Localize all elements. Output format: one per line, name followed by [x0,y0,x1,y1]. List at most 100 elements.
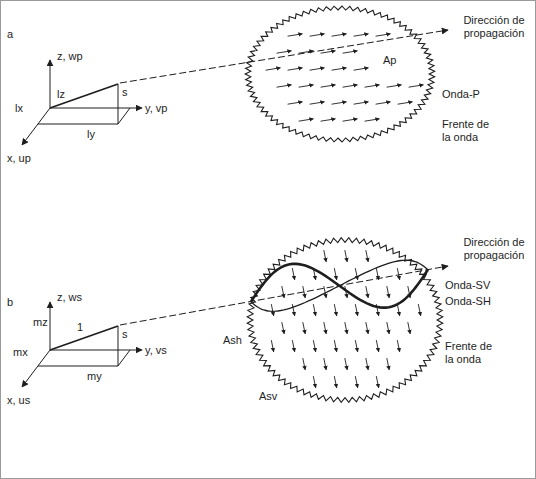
unit-label: 1 [76,321,84,334]
particle-motion-arrow [271,304,273,316]
particle-motion-arrow [366,250,368,262]
particle-motion-arrow [321,51,336,53]
particle-motion-arrow [387,85,402,87]
particle-motion-arrow [365,119,380,121]
component-line [118,108,130,124]
s-wavefront [247,238,443,403]
particle-motion-arrow [376,34,391,36]
particle-motion-arrow [355,304,357,316]
wave-label: Onda-P [441,88,481,101]
axis-label: y, vp [144,102,168,115]
particle-motion-arrow [354,68,369,70]
particle-motion-arrow [387,286,389,298]
particle-motion-arrow [313,304,315,316]
particle-motion-arrow [354,34,369,36]
particle-motion-arrow [345,358,347,370]
particle-motion-arrow [332,34,347,36]
axis-label: y, vs [144,344,168,357]
particle-motion-arrow [266,68,281,70]
particle-motion-arrow [277,85,292,87]
y-axis [50,108,142,109]
component-line [118,350,130,366]
component-line [118,84,119,124]
component-label: lx [14,102,24,115]
particle-motion-arrow [355,340,357,352]
particle-motion-arrow [398,102,413,104]
particle-motion-arrow [376,102,391,104]
particle-motion-arrow [321,119,336,121]
particle-motion-arrow [303,286,305,298]
particle-motion-arrow [310,102,325,104]
component-label: ly [86,128,96,141]
particle-motion-arrow [324,250,326,262]
particle-motion-arrow [310,34,325,36]
particle-motion-arrow [366,358,368,370]
component-label: mz [32,316,49,329]
particle-motion-arrow [397,268,399,280]
particle-motion-arrow [376,268,378,280]
x-axis [22,108,50,145]
particle-motion-arrow [303,358,305,370]
wavefronts [245,6,443,402]
component-line [38,124,118,125]
particle-motion-arrow [334,268,336,280]
particle-motion-arrow [324,358,326,370]
propagation-arrow [120,266,448,325]
component-label: lz [56,88,66,101]
particle-motion-arrow [345,250,347,262]
amplitude-label: Ash [222,334,243,347]
panel-letter: b [6,296,14,309]
particle-motion-arrow [343,119,358,121]
particle-motion-arrow [345,322,347,334]
particle-motion-arrow [299,51,314,53]
particle-motion-arrow [292,268,294,280]
amplitude-label: Ap [382,54,397,67]
p-wavefront [245,6,435,142]
wave-label: Onda-SH [444,295,492,308]
unit-vector [50,84,118,108]
wave-label: Onda-SV [444,279,491,292]
particle-motion-arrow [365,85,380,87]
particle-motion-arrow [387,358,389,370]
particle-motion-arrow [299,85,314,87]
particle-motion-arrow [324,322,326,334]
panel-letter: a [6,28,14,41]
particle-motion-arrow [366,286,368,298]
particle-motion-arrow [292,304,294,316]
direction-label: Dirección de propagación [456,14,532,39]
z-axis [50,60,51,108]
propagation-arrow [120,30,448,83]
particle-motion-arrow [334,304,336,316]
particle-motion-arrow [321,85,336,87]
particle-motion-arrow [332,68,347,70]
particle-motion-arrow [334,340,336,352]
particle-motion-arrow [332,102,347,104]
particle-motion-arrow [271,340,273,352]
particle-motion-arrow [387,322,389,334]
axis-label: x, us [6,394,31,407]
z-axis [50,302,51,350]
particle-motion-arrow [408,322,410,334]
particle-motion-arrow [418,304,420,316]
component-label: mx [12,346,29,359]
axis-label: x, up [6,152,32,165]
particle-motion-arrow [282,286,284,298]
amplitude-label: Asv [258,390,278,403]
particle-motion-arrow [397,304,399,316]
wavefront-label: Frente de la onda [441,118,499,143]
axis-label: z, ws [56,291,83,304]
axis-label: z, wp [56,50,84,63]
particle-motion-arrow [288,102,303,104]
component-line [118,326,119,366]
sv-wave-curve [251,264,428,308]
particle-motion-arrow [288,34,303,36]
particle-motion-arrow [292,340,294,352]
axes-a [22,30,448,145]
particle-motion-arrow [376,340,378,352]
direction-label: Dirección de propagación [456,236,532,261]
component-label: my [86,370,103,383]
particle-motion-arrow [354,102,369,104]
particle-motion-arrow [282,322,284,334]
